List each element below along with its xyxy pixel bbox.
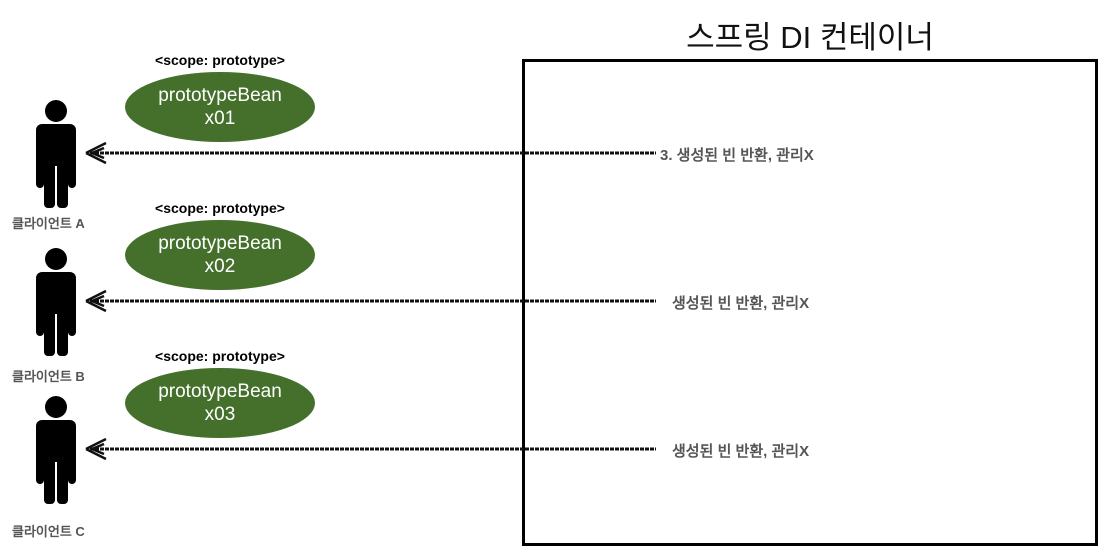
arrow-label: 3. 생성된 빈 반환, 관리X	[660, 147, 814, 164]
bean-id: x01	[204, 108, 236, 129]
client-label: 클라이언트 A	[12, 216, 85, 231]
bean-name: prototypeBean	[158, 233, 282, 254]
scope-label: <scope: prototype>	[155, 348, 285, 364]
arrow-left-icon	[85, 141, 656, 165]
scope-label: <scope: prototype>	[155, 200, 285, 216]
prototype-bean: prototypeBean x03	[125, 368, 315, 438]
prototype-bean: prototypeBean x02	[125, 220, 315, 290]
container-title: 스프링 DI 컨테이너	[686, 20, 934, 55]
bean-name: prototypeBean	[158, 85, 282, 106]
arrow-left-icon	[85, 437, 656, 461]
person-icon	[36, 396, 76, 504]
person-icon	[36, 248, 76, 356]
scope-label: <scope: prototype>	[155, 52, 285, 68]
arrow-left-icon	[85, 289, 656, 313]
arrow-label: 생성된 빈 반환, 관리X	[672, 295, 810, 312]
arrow-label: 생성된 빈 반환, 관리X	[672, 443, 810, 460]
person-icon	[36, 100, 76, 208]
bean-id: x03	[204, 404, 236, 425]
client-label: 클라이언트 C	[12, 524, 85, 539]
bean-id: x02	[204, 256, 236, 277]
bean-name: prototypeBean	[158, 381, 282, 402]
client-label: 클라이언트 B	[12, 369, 85, 384]
prototype-bean: prototypeBean x01	[125, 72, 315, 142]
